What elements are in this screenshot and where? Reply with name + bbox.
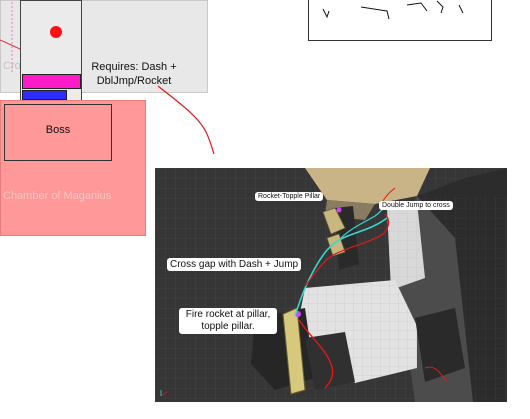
boss-label: Boss	[45, 124, 71, 136]
level-scene-art	[155, 168, 507, 402]
player-marker-dot	[50, 26, 62, 38]
blue-upgrade-block	[22, 90, 67, 100]
boss-room	[4, 104, 112, 161]
minimap-sketch	[322, 0, 464, 20]
callout-double-jump: Double Jump to cross	[379, 201, 453, 210]
chamber-of-maganius-room	[0, 100, 146, 236]
red-annotation-arrow	[157, 85, 215, 155]
level-screenshot: Rocket-Topple Pillar Double Jump to cros…	[155, 168, 507, 402]
callout-cross-gap: Cross gap with Dash + Jump	[167, 258, 302, 271]
requirement-note: Requires: Dash + DblJmp/Rocket	[91, 61, 177, 87]
magenta-upgrade-block	[22, 74, 81, 89]
chamber-label: Chamber of Maganius	[3, 190, 112, 202]
callout-rocket-topple-pillar: Rocket-Topple Pillar	[255, 192, 324, 201]
callout-fire-rocket: Fire rocket at pillar, topple pillar.	[179, 308, 277, 334]
minimap-frame	[308, 0, 492, 41]
